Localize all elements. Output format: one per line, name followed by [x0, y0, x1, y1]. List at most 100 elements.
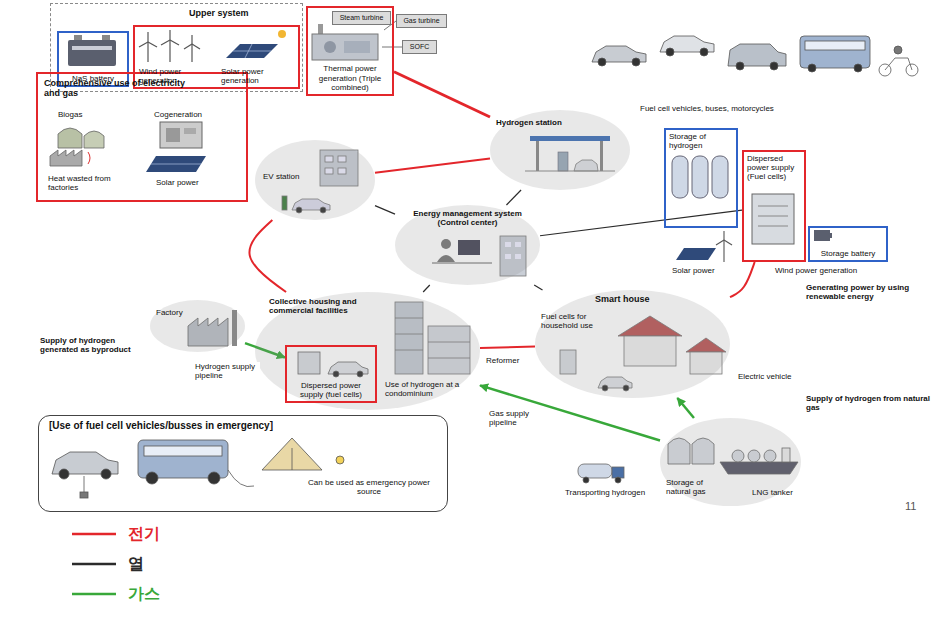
heat-line: [540, 210, 742, 236]
heat-line: [375, 206, 395, 215]
gas-turbine-tag: Gas turbine: [396, 14, 447, 28]
node-label: Biogas: [58, 110, 108, 119]
sofc-tag: SOFC: [402, 40, 437, 54]
hub-ellipse: [535, 290, 730, 398]
hub-shape: [535, 290, 730, 398]
electricity-line: [394, 72, 490, 117]
node-label: SOFC: [404, 43, 435, 51]
electricity-line: [480, 347, 535, 348]
fuel-cell-vehicle-icon: [728, 44, 786, 66]
equipment-caption: Reformer: [486, 356, 531, 365]
fuel-cell-unit-icon: [758, 216, 788, 217]
fuel-cell-vehicle-icon: [592, 36, 918, 76]
solar-panel-icon: [278, 30, 286, 38]
equipment-caption: Transporting hydrogen: [565, 488, 650, 497]
hub-ellipse: [660, 418, 801, 506]
hydrogen-station-hub: Hydrogen station: [490, 110, 630, 190]
legend-row: 가스: [72, 582, 160, 606]
nas-battery-icon: [68, 35, 116, 66]
hydrogen-storage-box: Storage of hydrogen: [664, 128, 738, 228]
fuel-cell-vehicle-icon: [894, 46, 902, 54]
wind-turbine-icon: [147, 32, 148, 42]
hub-ellipse: [490, 110, 630, 190]
nas-battery-icon: [72, 46, 112, 50]
node-label: Dispersed power supply (Fuel cells): [747, 154, 803, 182]
hub-ellipse: [150, 300, 245, 352]
hydrogen-truck-icon: [615, 477, 621, 483]
hydrogen-truck-icon: [612, 467, 624, 478]
edge-label: Hydrogen supply pipeline: [194, 362, 260, 380]
electricity-line: [375, 159, 490, 173]
node-label: Steam turbine: [334, 14, 389, 22]
section-note: Supply of hydrogen generated as byproduc…: [40, 336, 145, 354]
storage-battery-box: Storage battery: [808, 226, 888, 262]
node-label: Solar power generation: [221, 67, 297, 85]
wind-turbine-icon: [148, 42, 157, 47]
renewable-icon: [676, 231, 732, 262]
solar-panel-icon: [146, 156, 206, 172]
wind-turbine-icon: [147, 42, 148, 62]
emergency-use-box: [Use of fuel cell vehicles/busses in eme…: [38, 415, 448, 512]
heat-line: [534, 285, 542, 290]
fuel-cell-unit-icon: [752, 194, 794, 244]
emergency-power-icon: [84, 476, 85, 492]
wind-turbine-icon: [169, 30, 170, 40]
dispersed-power-box: Dispersed power supply (Fuel cells): [742, 150, 806, 262]
thermal-plant-icon: [312, 34, 378, 60]
emergency-power-icon: [228, 470, 254, 487]
comprehensive-use-box: Comprehensive use of electricity and gas…: [36, 72, 248, 202]
section-note: Supply of hydrogen from natural gas: [806, 394, 931, 412]
hydrogen-truck-icon: [578, 464, 612, 478]
node-label: Comprehensive use of electricity and gas: [44, 78, 194, 99]
electricity-line: [730, 262, 755, 297]
factory-heat-icon: [50, 150, 82, 166]
node-label: Dispersed power supply (fuel cells): [290, 381, 372, 399]
legend-line: [72, 593, 116, 596]
ev-station-hub: EV station: [255, 140, 375, 220]
node-label: Cogeneration: [154, 110, 224, 119]
renewable-caption: Solar power: [672, 266, 727, 275]
legend-row: 전기: [72, 522, 160, 546]
node-label: Smart house: [595, 294, 675, 304]
node-label: Energy management system (Control center…: [401, 209, 534, 227]
node-label: Solar power: [156, 178, 216, 187]
fuel-cell-vehicle-icon: [736, 62, 744, 70]
renewable-icon: [716, 231, 732, 262]
emergency-power-icon: [208, 472, 220, 484]
factory-heat-icon: [50, 150, 90, 166]
hub-shape: [150, 300, 245, 352]
renewable-icon: [716, 240, 724, 245]
section-note: Generating power by using renewable ener…: [806, 283, 931, 301]
legend-line: [72, 563, 116, 566]
cogeneration-icon: [166, 128, 180, 142]
legend-line: [72, 554, 118, 574]
steam-turbine-tag: Steam turbine: [332, 11, 391, 25]
node-label: Fuel cells for household use: [541, 312, 611, 330]
natural-gas-hub: Storage of natural gasLNG tanker: [660, 418, 801, 506]
thermal-plant-icon: [344, 41, 370, 53]
wind-turbine-icon: [169, 40, 170, 62]
legend-label: 가스: [128, 585, 160, 603]
node-label: Collective housing and commercial facili…: [269, 297, 381, 315]
battery-icon: [814, 230, 832, 241]
hydrogen-tank-icon: [692, 156, 708, 198]
thermal-plant-icon: [312, 24, 378, 60]
biogas-tank-icon: [58, 128, 104, 148]
wind-turbine-icon: [170, 40, 179, 45]
fuel-cell-vehicle-icon: [770, 62, 778, 70]
fuel-cell-vehicle-icon: [808, 64, 816, 72]
legend-line: [72, 524, 118, 544]
fuel-cell-vehicle-icon: [700, 48, 708, 56]
legend-line: [72, 533, 116, 536]
dispersed-power-box: Dispersed power supply (fuel cells): [285, 345, 377, 403]
battery-icon: [830, 233, 832, 238]
renewable-icon: [723, 240, 724, 262]
emergency-power-icon: [146, 472, 158, 484]
emergency-power-icon: [336, 456, 344, 464]
solar-panel-icon: [151, 164, 201, 165]
renewable-caption: Wind power generation: [775, 266, 875, 275]
fuel-cell-vehicle-icon: [805, 41, 865, 50]
node-label: Storage of natural gas: [666, 478, 728, 496]
energy-management-hub: Energy management system (Control center…: [395, 205, 540, 285]
